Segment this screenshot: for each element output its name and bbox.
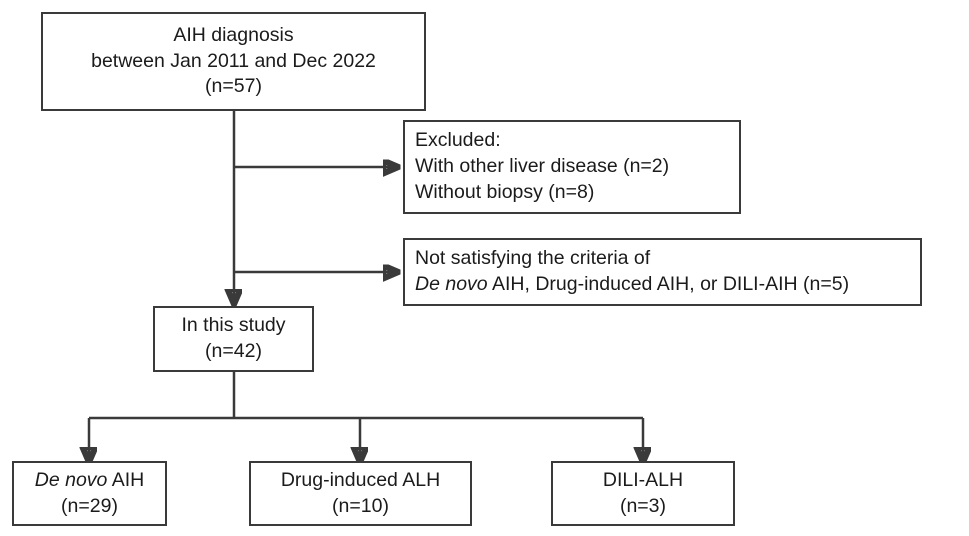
node-excluded: Excluded: With other liver disease (n=2)… [403, 120, 741, 214]
node-source-line2: between Jan 2011 and Dec 2022 [91, 49, 376, 72]
node-excluded-line1: Excluded: [415, 129, 501, 152]
node-excluded-line3: Without biopsy (n=8) [415, 180, 595, 203]
node-drug-induced-line2: (n=10) [332, 494, 389, 517]
node-group-drug-induced-alh: Drug-induced ALH (n=10) [249, 461, 472, 526]
node-group-dili-alh: DILI-ALH (n=3) [551, 461, 735, 526]
node-source-cohort: AIH diagnosis between Jan 2011 and Dec 2… [41, 12, 426, 111]
node-dili-line2: (n=3) [619, 494, 667, 517]
node-dili-line1: DILI-ALH [602, 468, 684, 491]
node-de-novo-line1-rest: AIH [107, 468, 145, 491]
node-included-line1: In this study [181, 314, 286, 337]
node-included-study: In this study (n=42) [153, 306, 314, 372]
node-de-novo-line1-italic: De novo [34, 468, 108, 491]
node-not-satisfying-criteria: Not satisfying the criteria of De novo A… [403, 238, 922, 306]
node-included-line2: (n=42) [205, 340, 262, 362]
node-source-line1: AIH diagnosis [173, 23, 294, 46]
node-source-line3: (n=57) [205, 75, 262, 98]
node-de-novo-line1: De novo AIH [35, 468, 145, 494]
node-group-de-novo-aih: De novo AIH (n=29) [12, 461, 167, 526]
node-not-satisfying-line2-rest: AIH, Drug-induced AIH, or DILI-AIH (n=5) [487, 273, 850, 295]
node-not-satisfying-line2: De novo AIH, Drug-induced AIH, or DILI-A… [415, 272, 849, 298]
node-not-satisfying-line2-italic: De novo [415, 273, 488, 295]
node-excluded-line2: With other liver disease (n=2) [415, 155, 670, 178]
node-not-satisfying-line1: Not satisfying the criteria of [415, 247, 651, 270]
node-de-novo-line2: (n=29) [61, 494, 118, 517]
node-drug-induced-line1: Drug-induced ALH [280, 468, 441, 491]
